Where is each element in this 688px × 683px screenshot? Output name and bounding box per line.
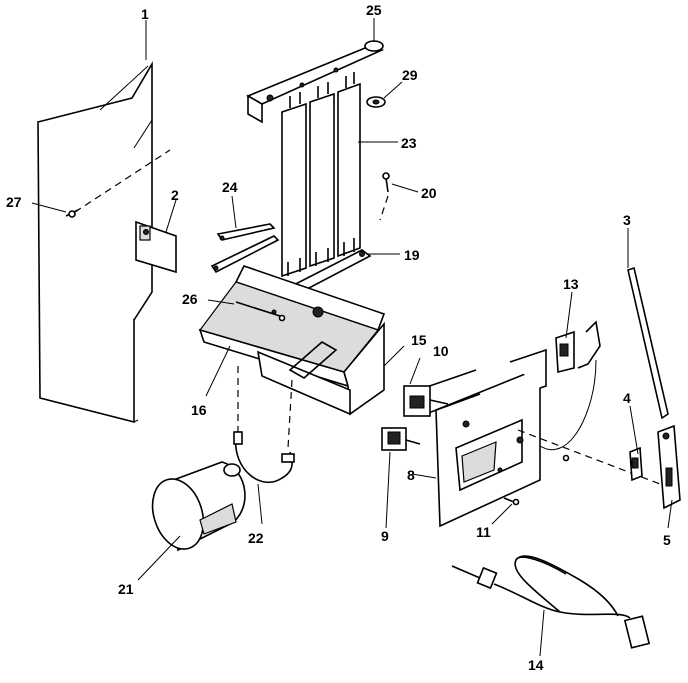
callout-8: 8 bbox=[407, 467, 415, 483]
heating-elements-part bbox=[281, 72, 361, 278]
base-tray-part bbox=[198, 265, 386, 416]
leader-lines bbox=[31, 18, 673, 657]
callout-25: 25 bbox=[366, 2, 382, 18]
element-top-bracket-part bbox=[246, 40, 385, 124]
bracket-part bbox=[135, 220, 177, 274]
callout-16: 16 bbox=[191, 402, 207, 418]
callout-29: 29 bbox=[402, 67, 418, 83]
callout-11: 11 bbox=[476, 524, 491, 540]
limit-control-part bbox=[539, 320, 601, 462]
callout-4: 4 bbox=[623, 390, 631, 406]
callout-26: 26 bbox=[182, 291, 198, 307]
callout-23: 23 bbox=[401, 135, 417, 151]
mounting-bracket-part bbox=[210, 223, 280, 274]
side-panel-part bbox=[37, 61, 153, 424]
relay-part bbox=[629, 446, 643, 482]
capacitor-part bbox=[151, 461, 246, 552]
switch-part bbox=[403, 369, 481, 417]
screw-part bbox=[65, 149, 171, 218]
callout-2: 2 bbox=[171, 187, 179, 203]
callout-22: 22 bbox=[248, 530, 264, 546]
rod-part bbox=[627, 266, 669, 420]
callout-21: 21 bbox=[118, 581, 134, 597]
screw-part-11 bbox=[503, 497, 520, 506]
screw-part-26 bbox=[235, 301, 286, 322]
callout-9: 9 bbox=[381, 528, 389, 544]
strap-part bbox=[233, 431, 295, 484]
end-bracket-part bbox=[657, 424, 681, 510]
callout-13: 13 bbox=[563, 276, 579, 292]
control-panel-part bbox=[435, 348, 547, 528]
callout-27: 27 bbox=[6, 194, 22, 210]
nut-part bbox=[366, 96, 386, 108]
callout-1: 1 bbox=[141, 6, 149, 22]
callout-5: 5 bbox=[663, 532, 671, 548]
callout-19: 19 bbox=[404, 247, 420, 263]
power-cord-part bbox=[451, 555, 651, 649]
callout-20: 20 bbox=[421, 185, 437, 201]
screw-part-20 bbox=[379, 172, 390, 221]
callout-10: 10 bbox=[433, 343, 449, 359]
callout-14: 14 bbox=[528, 657, 544, 673]
callout-15: 15 bbox=[411, 332, 427, 348]
guide-line bbox=[287, 379, 293, 449]
thermostat-part bbox=[381, 427, 421, 451]
callout-3: 3 bbox=[623, 212, 631, 228]
callout-24: 24 bbox=[222, 179, 238, 195]
callout-labels: 1 2 3 4 5 8 9 10 11 13 14 15 16 19 20 21… bbox=[6, 2, 671, 673]
